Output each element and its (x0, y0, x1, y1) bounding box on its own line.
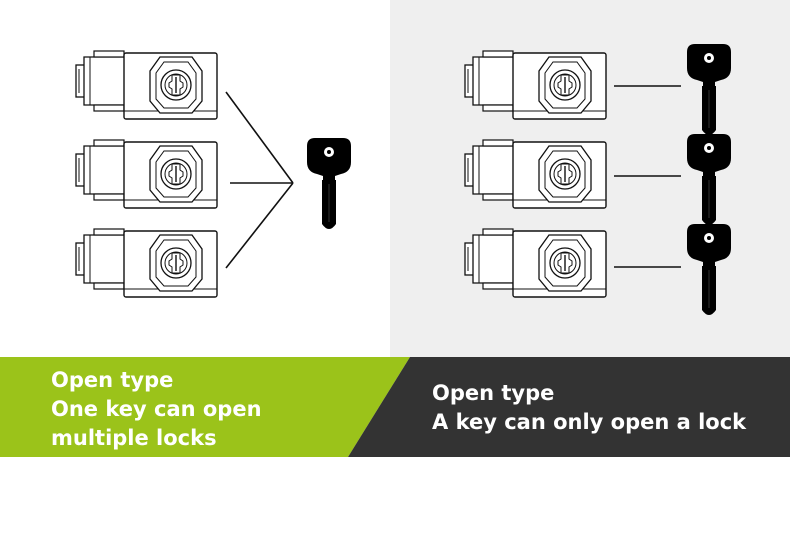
right-banner (348, 357, 790, 457)
illustration (75, 43, 732, 316)
hasp-lock-icon (464, 228, 607, 298)
hasp-lock-icon (75, 50, 218, 120)
right-caption-line1: Open type (432, 381, 555, 405)
left-banner (0, 357, 410, 457)
key-icon (686, 133, 732, 226)
left-caption: Open type One key can open multiple lock… (51, 366, 262, 453)
left-caption-line1: Open type (51, 368, 174, 392)
key-icon (686, 223, 732, 316)
hasp-lock-icon (464, 139, 607, 209)
hasp-lock-icon (464, 50, 607, 120)
caption-banner (0, 357, 790, 457)
left-caption-line2: One key can open (51, 397, 262, 421)
left-caption-line3: multiple locks (51, 426, 217, 450)
key-icon (306, 137, 352, 230)
connector-lines (614, 85, 681, 268)
connector-lines (225, 91, 294, 269)
right-caption-line2: A key can only open a lock (432, 410, 747, 434)
hasp-lock-icon (75, 228, 218, 298)
hasp-lock-icon (75, 139, 218, 209)
key-icon (686, 43, 732, 136)
right-caption: Open type A key can only open a lock (432, 379, 746, 437)
